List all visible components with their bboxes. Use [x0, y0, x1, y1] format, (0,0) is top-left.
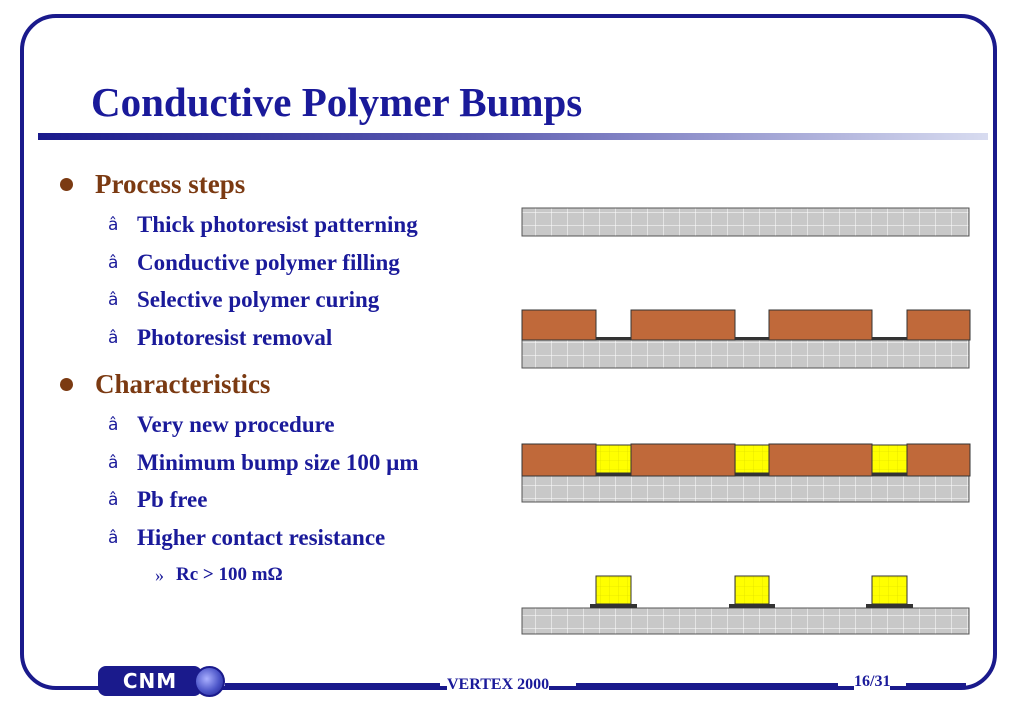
arrow-bullet-icon: â — [108, 328, 119, 348]
cnm-logo: CNM — [98, 666, 202, 696]
list-item: Very new procedure — [137, 412, 335, 437]
footer-rule-middle — [576, 683, 838, 687]
list-item: Conductive polymer filling — [137, 250, 400, 275]
arrow-bullet-icon: â — [108, 253, 119, 273]
section-heading-characteristics: Characteristics — [95, 369, 271, 399]
list-item: Higher contact resistance — [137, 525, 386, 550]
footer-rule-left — [225, 683, 440, 687]
process-diagram — [521, 207, 971, 635]
step-4-final-bumps — [521, 575, 970, 635]
list-item: Pb free — [137, 487, 208, 512]
arrow-bullet-icon: â — [108, 215, 119, 235]
bullet-dot — [60, 378, 73, 391]
section-heading-process-steps: Process steps — [95, 169, 246, 199]
step-1-substrate — [521, 207, 970, 237]
sub-bullet-icon: » — [155, 565, 164, 585]
arrow-bullet-icon: â — [108, 290, 119, 310]
footer-rule-right — [906, 683, 966, 687]
arrow-bullet-icon: â — [108, 490, 119, 510]
list-item: Selective polymer curing — [137, 287, 380, 312]
list-item: Photoresist removal — [137, 325, 333, 350]
arrow-bullet-icon: â — [108, 453, 119, 473]
list-item: Minimum bump size 100 µm — [137, 450, 419, 475]
step-3-polymer-filling — [521, 443, 971, 503]
globe-icon — [194, 666, 225, 697]
arrow-bullet-icon: â — [108, 528, 119, 548]
step-2-photoresist — [521, 309, 971, 369]
bullet-dot — [60, 178, 73, 191]
conference-name: VERTEX 2000 — [447, 675, 550, 695]
arrow-bullet-icon: â — [108, 415, 119, 435]
list-item: Thick photoresist patterning — [137, 212, 418, 237]
slide-title: Conductive Polymer Bumps — [91, 79, 583, 125]
title-underline — [38, 133, 988, 140]
sub-list-item: Rc > 100 mΩ — [176, 564, 283, 585]
page-number: 16/31 — [854, 672, 891, 692]
